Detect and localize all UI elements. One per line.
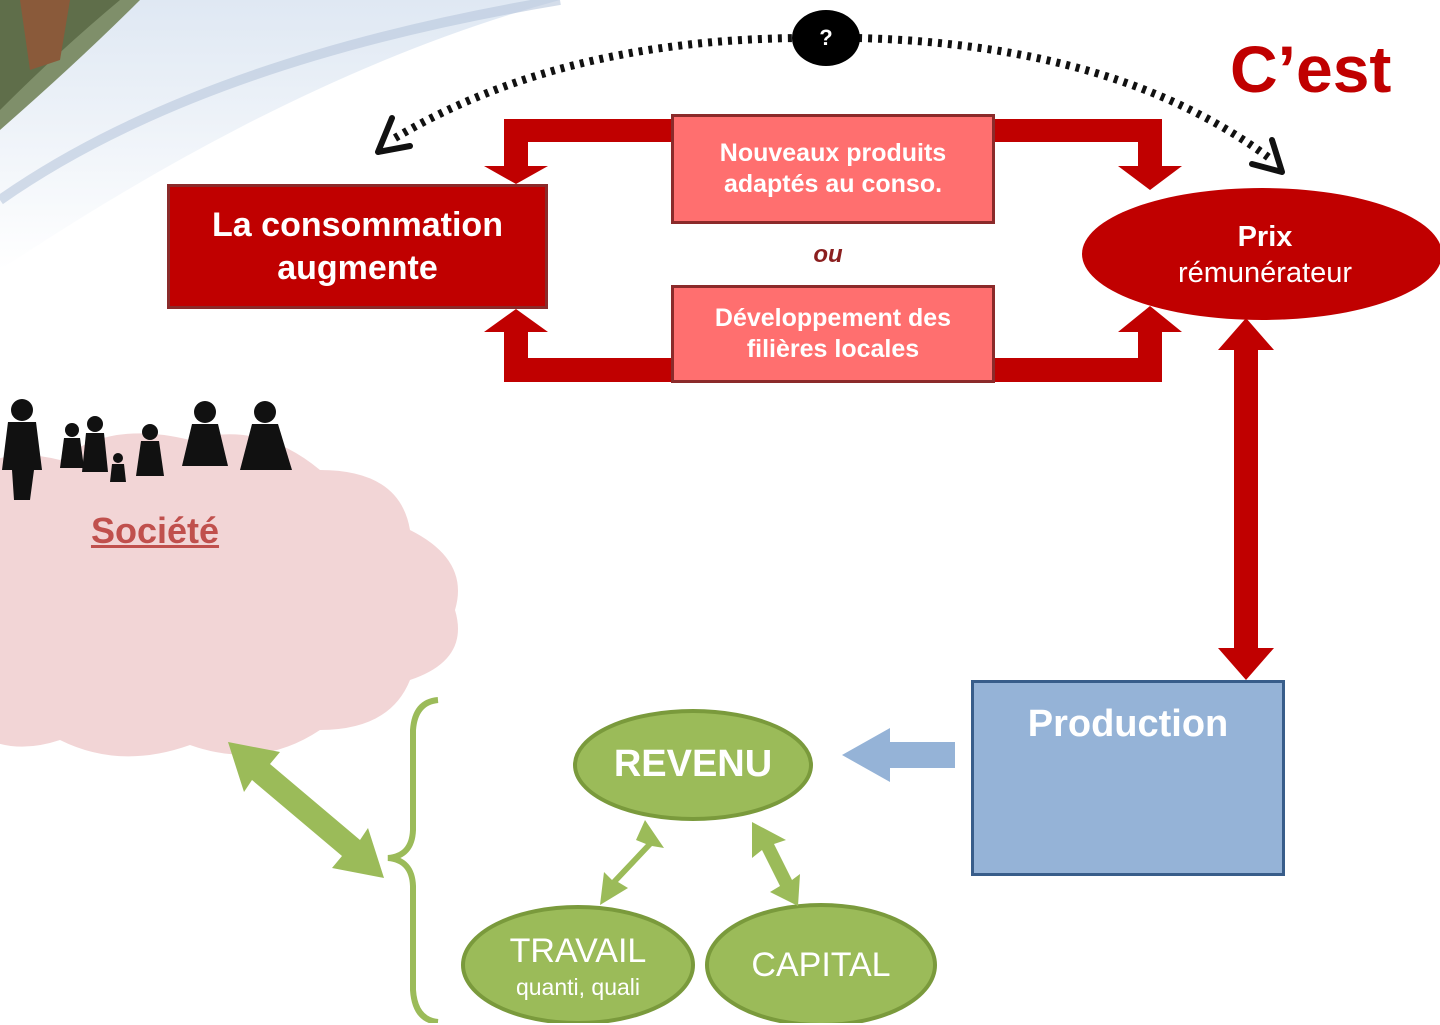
- dotted-double-arrow: [375, 34, 1285, 175]
- revenu-ellipse: [573, 709, 813, 821]
- green-arrows: [228, 742, 800, 906]
- travail-line1: TRAVAIL: [509, 932, 647, 971]
- people-silhouettes: [2, 399, 292, 500]
- nouveaux-produits-line2: adaptés au conso.: [723, 170, 943, 198]
- prix-line1: Prix: [1237, 220, 1293, 253]
- travail-line2: quanti, quali: [515, 973, 641, 1000]
- production-label: Production: [1027, 703, 1229, 745]
- production-box: Production: [971, 680, 1285, 876]
- prix-line2: rémunérateur: [1177, 257, 1353, 289]
- nouveaux-produits-box: Nouveaux produits adaptés au conso.: [671, 114, 995, 224]
- capital-ellipse: [705, 903, 937, 1023]
- question-mark-label: ?: [819, 25, 833, 51]
- green-brace: [387, 697, 439, 1023]
- developpement-line2: filières locales: [746, 335, 920, 363]
- societe-label: Société: [90, 509, 220, 551]
- developpement-line1: Développement des: [714, 303, 952, 332]
- capital-label: CAPITAL: [751, 945, 891, 984]
- blue-arrow: [842, 728, 955, 782]
- consommation-box: La consommation augmente: [167, 184, 548, 309]
- banner-corner: [0, 0, 561, 270]
- societe-cloud: [0, 433, 458, 757]
- ou-label: ou: [813, 241, 843, 268]
- title-text: C’est: [1230, 32, 1392, 106]
- consommation-line2: augmente: [277, 248, 438, 287]
- nouveaux-produits-line1: Nouveaux produits: [719, 138, 947, 167]
- developpement-box: Développement des filières locales: [671, 285, 995, 383]
- prix-label: Prix rémunérateur: [1100, 205, 1430, 305]
- prix-ellipse: [1082, 188, 1440, 320]
- revenu-label: REVENU: [613, 743, 773, 786]
- consommation-line1: La consommation: [212, 206, 503, 244]
- travail-label: TRAVAIL quanti, quali: [463, 910, 693, 1022]
- red-loop-arrows: [484, 119, 1274, 680]
- travail-ellipse: [461, 905, 695, 1023]
- question-mark-circle: [792, 10, 860, 66]
